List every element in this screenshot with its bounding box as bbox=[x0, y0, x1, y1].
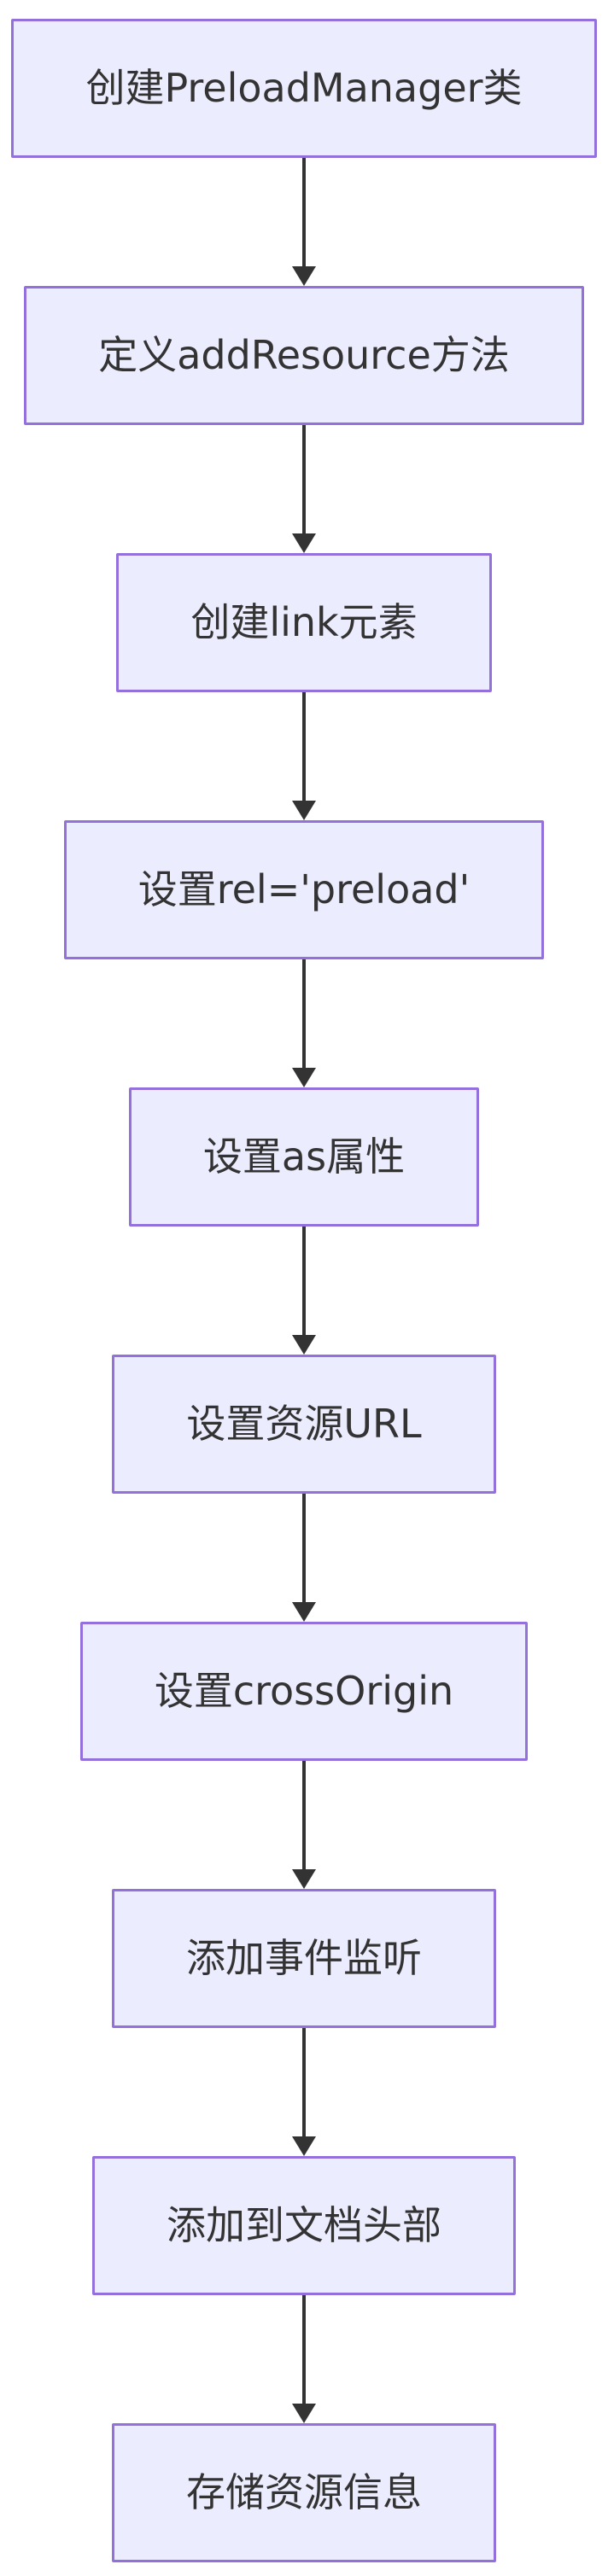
arrowhead-down-icon bbox=[292, 801, 316, 820]
flow-node-1: 创建PreloadManager类 bbox=[11, 19, 597, 158]
arrowhead-down-icon bbox=[292, 1068, 316, 1087]
flow-node-label: 创建link元素 bbox=[190, 598, 418, 645]
arrow-line bbox=[302, 959, 306, 1069]
arrow-line bbox=[302, 2028, 306, 2138]
flow-node-label: 设置资源URL bbox=[186, 1400, 422, 1447]
flow-node-label: 设置as属性 bbox=[202, 1133, 406, 1180]
arrow-line bbox=[302, 158, 306, 268]
arrow-line bbox=[302, 692, 306, 802]
flow-node-label: 定义addResource方法 bbox=[98, 331, 510, 378]
arrow-line bbox=[302, 1494, 306, 1604]
arrow-line bbox=[302, 2295, 306, 2405]
flow-edge-1-to-2 bbox=[291, 158, 317, 286]
flow-edge-6-to-7 bbox=[291, 1494, 317, 1622]
flow-edge-7-to-8 bbox=[291, 1761, 317, 1889]
flow-edge-2-to-3 bbox=[291, 425, 317, 553]
flow-node-label: 设置crossOrigin bbox=[154, 1667, 454, 1714]
arrowhead-down-icon bbox=[292, 2136, 316, 2156]
flow-node-label: 添加到文档头部 bbox=[167, 2201, 441, 2248]
flow-node-6: 设置资源URL bbox=[112, 1355, 496, 1494]
flow-edge-8-to-9 bbox=[291, 2028, 317, 2156]
flow-edge-4-to-5 bbox=[291, 959, 317, 1087]
arrow-line bbox=[302, 1227, 306, 1337]
arrowhead-down-icon bbox=[292, 266, 316, 286]
arrowhead-down-icon bbox=[292, 1602, 316, 1622]
flow-edge-9-to-10 bbox=[291, 2295, 317, 2423]
arrowhead-down-icon bbox=[292, 2404, 316, 2423]
flow-node-8: 添加事件监听 bbox=[112, 1889, 496, 2028]
flow-node-5: 设置as属性 bbox=[128, 1087, 480, 1227]
arrowhead-down-icon bbox=[292, 533, 316, 553]
flow-node-3: 创建link元素 bbox=[116, 553, 492, 692]
flow-node-label: 设置rel='preload' bbox=[137, 865, 471, 912]
flow-edge-5-to-6 bbox=[291, 1227, 317, 1355]
arrowhead-down-icon bbox=[292, 1869, 316, 1889]
flow-node-label: 添加事件监听 bbox=[186, 1934, 422, 1981]
flow-edge-3-to-4 bbox=[291, 692, 317, 820]
flow-node-7: 设置crossOrigin bbox=[79, 1622, 529, 1761]
flow-node-10: 存储资源信息 bbox=[112, 2423, 496, 2562]
flow-node-label: 存储资源信息 bbox=[186, 2468, 422, 2515]
arrow-line bbox=[302, 1761, 306, 1871]
flow-node-9: 添加到文档头部 bbox=[92, 2156, 516, 2295]
flow-node-2: 定义addResource方法 bbox=[24, 286, 584, 425]
flow-node-4: 设置rel='preload' bbox=[63, 820, 545, 959]
arrow-line bbox=[302, 425, 306, 535]
flow-node-label: 创建PreloadManager类 bbox=[85, 64, 523, 111]
arrowhead-down-icon bbox=[292, 1335, 316, 1355]
